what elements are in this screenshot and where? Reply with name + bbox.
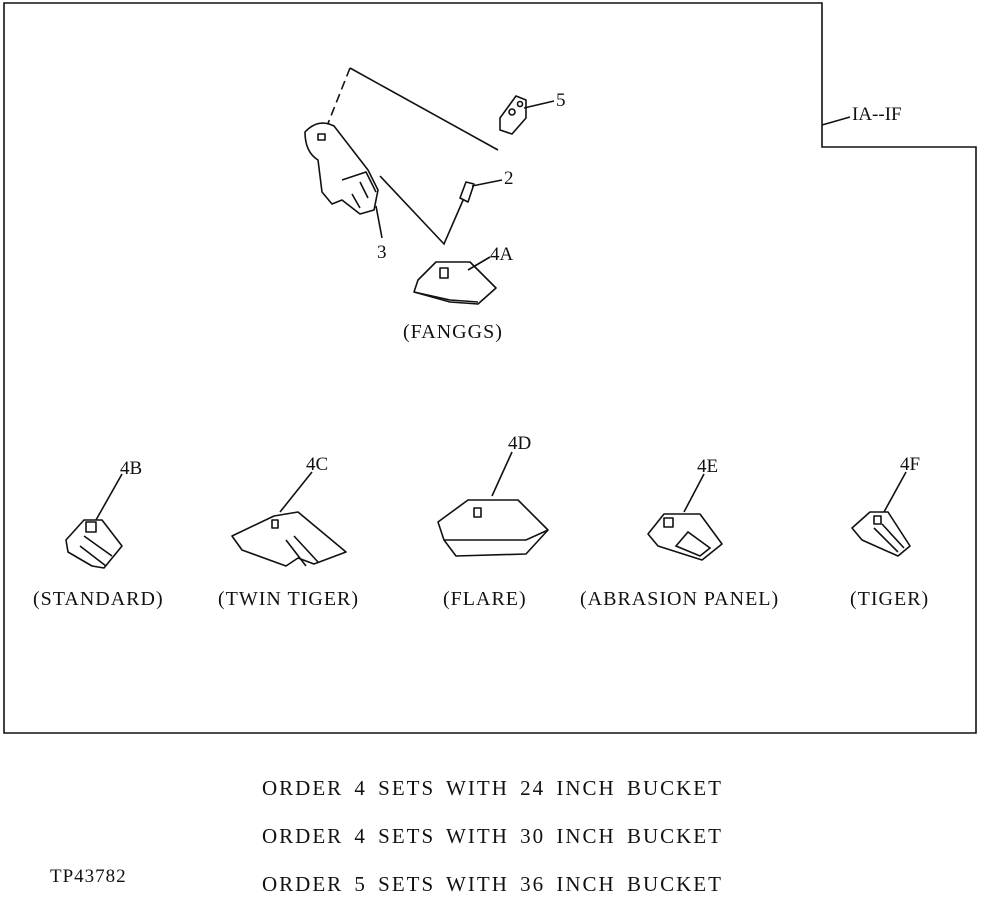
pin-part	[459, 181, 475, 203]
callout-4d: 4D	[508, 433, 531, 454]
callout-leader-4e	[683, 473, 705, 513]
flare-tooth	[437, 499, 549, 557]
callout-leader-4a	[467, 256, 491, 271]
order-line: ORDER 4 SETS WITH 30 INCH BUCKET	[262, 824, 723, 848]
lock-part	[499, 95, 527, 135]
standard-tooth	[65, 519, 123, 569]
callout-leader-5	[523, 100, 555, 109]
callout-leader-4d	[491, 451, 513, 497]
callout-leader-4c	[279, 471, 313, 513]
assembly-line-pin	[379, 175, 465, 246]
callout-4f: 4F	[900, 454, 920, 475]
order-line: ORDER 4 SETS WITH 24 INCH BUCKET	[262, 776, 723, 800]
callout-4c: 4C	[306, 454, 328, 475]
caption-abrasion-panel: (ABRASION PANEL)	[580, 588, 779, 610]
caption-tiger: (TIGER)	[850, 588, 929, 610]
callout-4a: 4A	[490, 244, 514, 265]
tiger-tooth	[851, 511, 911, 557]
callout-5: 5	[556, 90, 566, 111]
order-instructions: ORDER 4 SETS WITH 24 INCH BUCKET ORDER 4…	[262, 773, 723, 917]
abrasion-panel-tooth	[647, 513, 723, 561]
fangs-tooth	[413, 261, 497, 305]
adapter-shank	[304, 122, 379, 215]
callout-4e: 4E	[697, 456, 718, 477]
callout-leader-4b	[95, 473, 123, 521]
callout-2: 2	[504, 168, 514, 189]
parts-diagram: IA--IF 3 5 2 4A (FANGGS) 4B (STANDARD)	[3, 2, 977, 734]
assembly-line-top	[349, 67, 499, 151]
callout-leader-2	[471, 179, 503, 187]
callout-3: 3	[377, 242, 387, 263]
callout-leader-4f	[883, 471, 907, 513]
twin-tiger-tooth	[231, 511, 347, 567]
callout-leader-3	[375, 205, 383, 239]
caption-twin-tiger: (TWIN TIGER)	[218, 588, 359, 610]
caption-standard: (STANDARD)	[33, 588, 164, 610]
callout-4b: 4B	[120, 458, 142, 479]
diagram-frame	[3, 2, 977, 734]
figure-ref-label: IA--IF	[852, 104, 902, 125]
figure-ref-leader	[821, 116, 851, 126]
caption-fangs: (FANGGS)	[403, 321, 503, 343]
figure-code: TP43782	[50, 866, 127, 887]
caption-flare: (FLARE)	[443, 588, 527, 610]
order-line: ORDER 5 SETS WITH 36 INCH BUCKET	[262, 872, 723, 896]
